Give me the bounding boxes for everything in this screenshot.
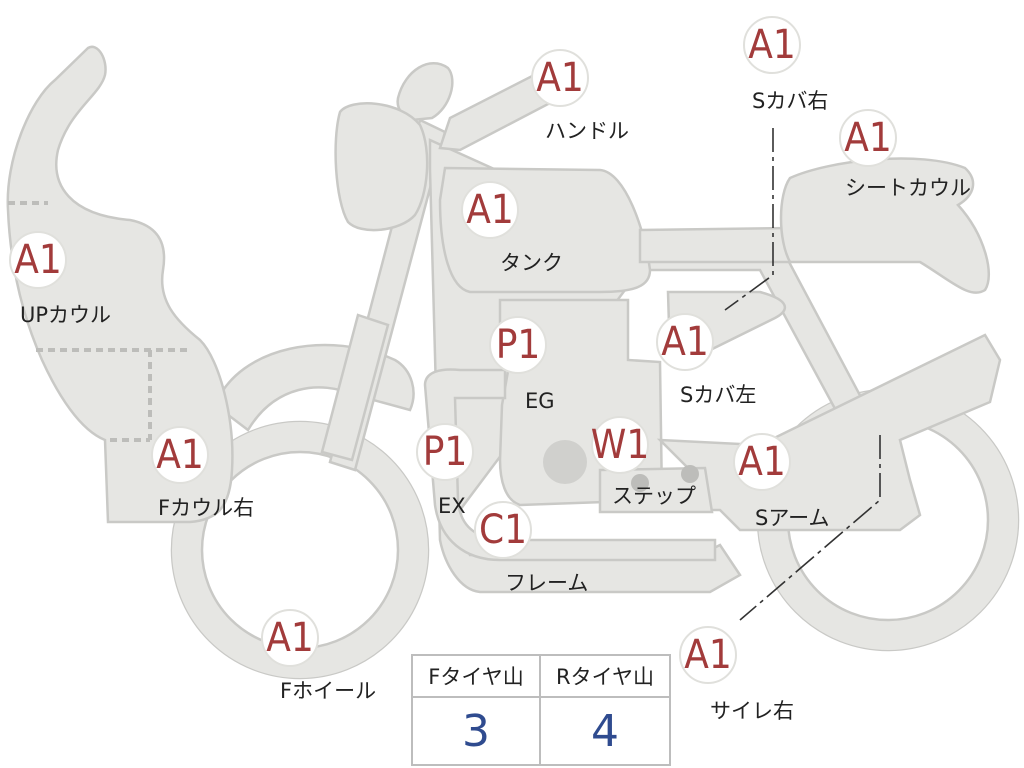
side-cover-right-bar xyxy=(638,226,792,264)
grade-text: A1 xyxy=(738,439,786,485)
tire-value-rear-cell: 4 xyxy=(541,698,669,764)
tire-header-front: Fタイヤ山 xyxy=(428,665,524,689)
grade-text: P1 xyxy=(496,322,541,368)
tire-tread-table: Fタイヤ山 Rタイヤ山 3 4 xyxy=(411,654,671,766)
label-handle: ハンドル xyxy=(545,119,629,143)
label-swing-arm: Sアーム xyxy=(755,506,829,530)
leader-lines xyxy=(724,128,881,621)
fairing-seams xyxy=(8,201,190,442)
grade-badge-side-cover-right[interactable]: A1 xyxy=(743,16,801,74)
grade-text: A1 xyxy=(844,115,892,161)
tire-header-rear-cell: Rタイヤ山 xyxy=(541,656,669,698)
grade-text: A1 xyxy=(14,237,62,283)
grade-text: W1 xyxy=(591,422,649,468)
label-side-cover-left: Sカバ左 xyxy=(680,383,756,407)
grade-badge-seat-cowl[interactable]: A1 xyxy=(839,109,897,167)
mirror-shape xyxy=(396,62,454,122)
engine-cover xyxy=(543,440,587,484)
grade-badge-exhaust[interactable]: P1 xyxy=(416,423,474,481)
label-f-wheel: Fホイール xyxy=(280,679,376,703)
grade-badge-swing-arm[interactable]: A1 xyxy=(733,433,791,491)
grade-text: A1 xyxy=(684,632,732,678)
grade-badge-side-cover-left[interactable]: A1 xyxy=(656,313,714,371)
tire-value-front: 3 xyxy=(462,705,490,757)
grade-badge-frame[interactable]: C1 xyxy=(474,501,532,559)
label-up-cowl: UPカウル xyxy=(20,303,111,327)
label-exhaust: EX xyxy=(438,494,466,518)
grade-text: A1 xyxy=(466,187,514,233)
grade-text: C1 xyxy=(479,507,527,553)
label-side-cover-right: Sカバ右 xyxy=(752,89,828,113)
grade-text: A1 xyxy=(748,22,796,68)
grade-badge-step[interactable]: W1 xyxy=(591,416,649,474)
label-step: ステップ xyxy=(612,484,696,508)
label-frame: フレーム xyxy=(505,571,588,595)
tire-value-front-cell: 3 xyxy=(413,698,541,764)
seat-cowl-shape xyxy=(779,157,990,294)
tire-value-rear: 4 xyxy=(591,705,619,757)
label-tank: タンク xyxy=(500,251,563,275)
grade-badge-handle[interactable]: A1 xyxy=(531,49,589,107)
fork-lower-shape xyxy=(320,313,390,462)
step-peg-left xyxy=(631,474,649,492)
label-engine: EG xyxy=(525,389,555,413)
grade-badge-tank[interactable]: A1 xyxy=(461,181,519,239)
grade-text: A1 xyxy=(156,432,204,478)
step-peg-right xyxy=(681,465,699,483)
label-f-cowl-right: Fカウル右 xyxy=(158,496,254,520)
tire-header-rear: Rタイヤ山 xyxy=(556,665,654,689)
grade-badge-f-wheel[interactable]: A1 xyxy=(261,609,319,667)
tire-header-front-cell: Fタイヤ山 xyxy=(413,656,541,698)
grade-text: A1 xyxy=(661,319,709,365)
grade-badge-f-cowl-right[interactable]: A1 xyxy=(151,426,209,484)
label-silencer-right: サイレ右 xyxy=(710,699,794,723)
grade-text: A1 xyxy=(536,55,584,101)
headlight-shape xyxy=(334,102,429,232)
grade-badge-silencer-right[interactable]: A1 xyxy=(679,626,737,684)
grade-badge-up-cowl[interactable]: A1 xyxy=(9,231,67,289)
grade-badge-engine[interactable]: P1 xyxy=(489,316,547,374)
grade-text: A1 xyxy=(266,615,314,661)
label-seat-cowl: シートカウル xyxy=(845,176,971,200)
grade-text: P1 xyxy=(423,429,468,475)
